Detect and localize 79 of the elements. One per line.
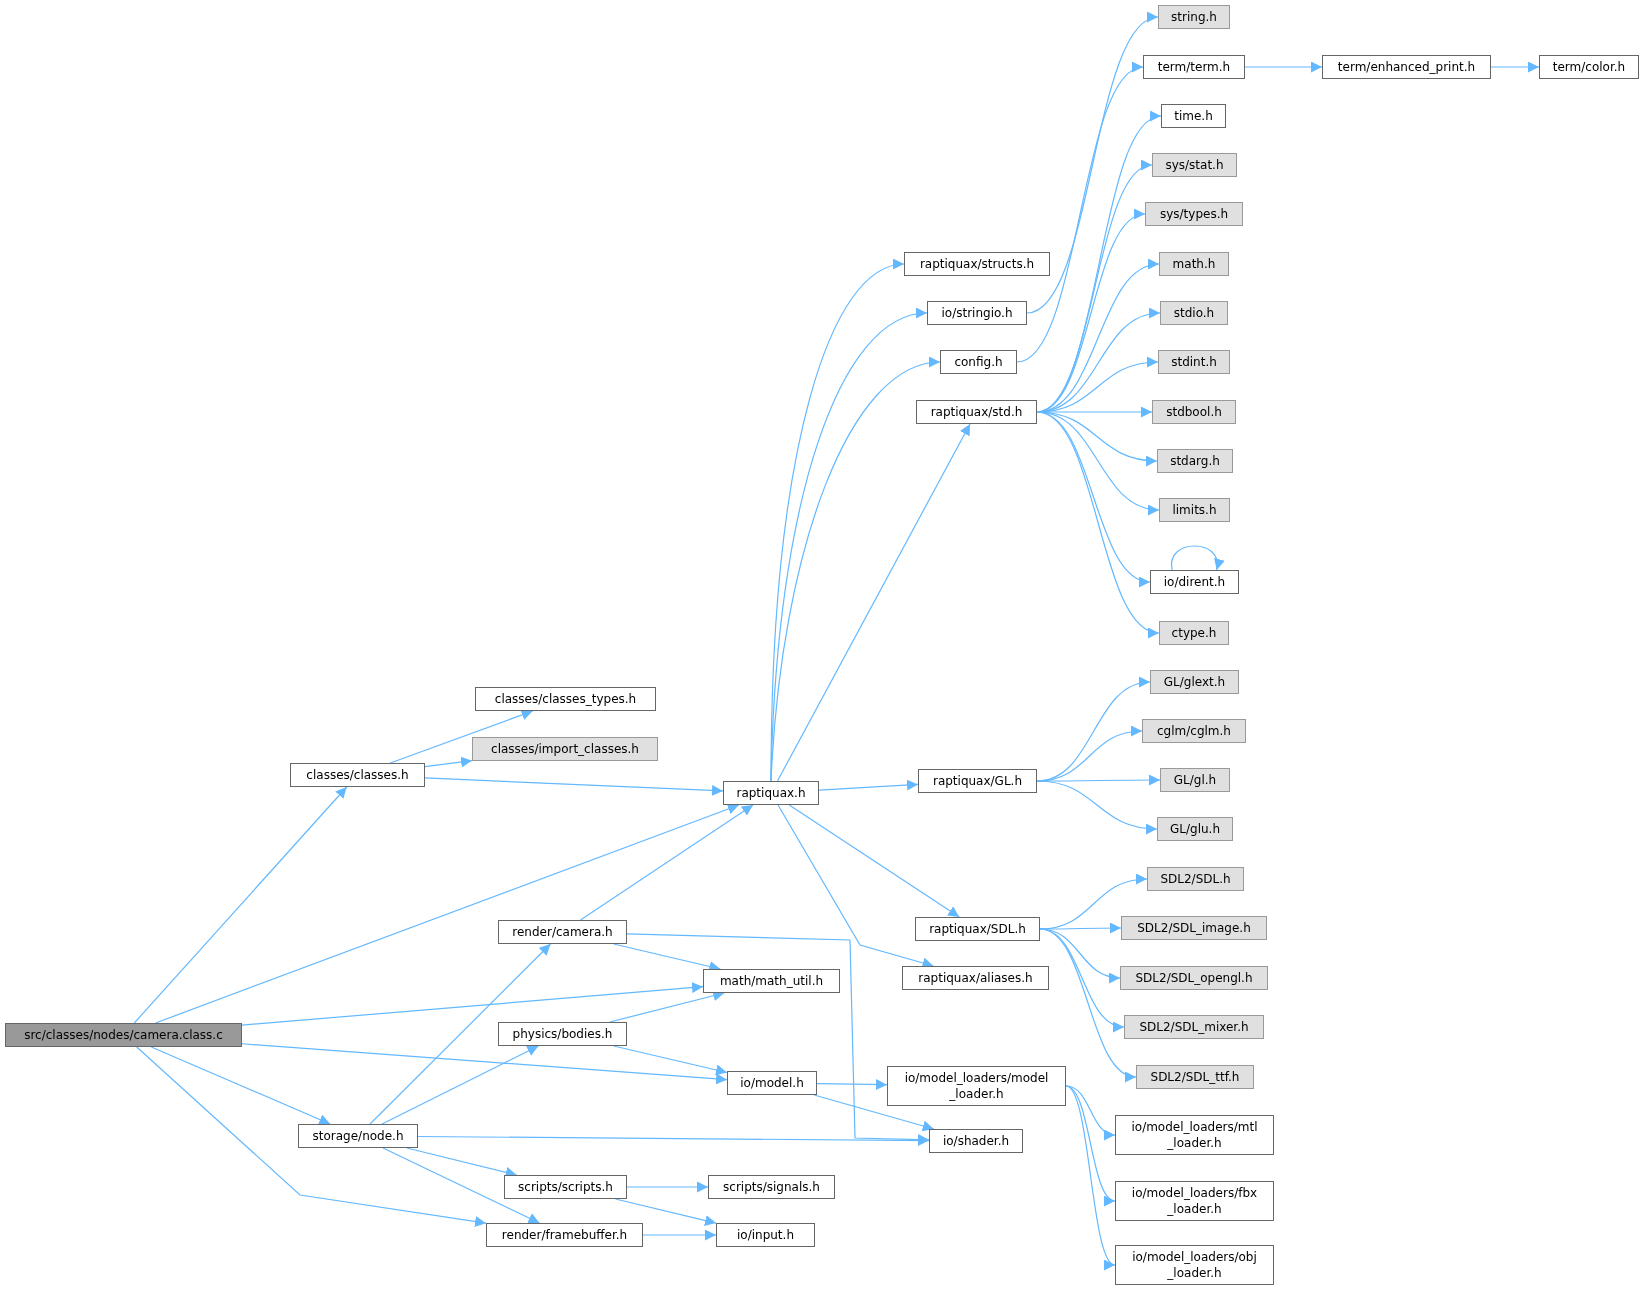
arrow — [381, 1045, 540, 1125]
arrow — [136, 1046, 487, 1227]
file-box: classes/classes_types.h — [475, 687, 656, 711]
file-box: io/stringio.h — [927, 301, 1027, 325]
arrow — [1244, 61, 1323, 73]
arrow — [776, 423, 971, 782]
file-box: stdio.h — [1160, 301, 1228, 325]
file-box: io/model_loaders/model _loader.h — [887, 1066, 1066, 1106]
arrow — [417, 1135, 930, 1147]
file-box: io/input.h — [716, 1223, 815, 1247]
file-box: SDL2/SDL_image.h — [1121, 916, 1267, 940]
file-box: scripts/signals.h — [708, 1175, 835, 1199]
file-box: ctype.h — [1159, 621, 1229, 645]
arrow — [150, 1046, 331, 1125]
arrow — [241, 982, 704, 1026]
arrow — [613, 1045, 728, 1076]
arrow — [389, 709, 534, 764]
file-box: raptiquax/SDL.h — [915, 917, 1040, 941]
file-box: limits.h — [1159, 498, 1230, 522]
file-box: raptiquax.h — [723, 781, 819, 805]
arrow — [382, 1147, 541, 1224]
file-box: stdint.h — [1158, 350, 1230, 374]
arrow — [1039, 922, 1122, 934]
file-box: config.h — [940, 350, 1017, 374]
arrow — [133, 786, 348, 1024]
arrow — [241, 1043, 728, 1085]
file-box: stdarg.h — [1157, 449, 1233, 473]
arrow — [770, 358, 941, 782]
file-box: storage/node.h — [298, 1124, 418, 1148]
file-box: raptiquax/structs.h — [904, 252, 1050, 276]
file-box: sys/types.h — [1145, 202, 1243, 226]
file-box: io/model.h — [727, 1071, 817, 1095]
file-box: io/model_loaders/mtl _loader.h — [1115, 1115, 1274, 1155]
file-box: sys/stat.h — [1152, 153, 1237, 177]
arrow — [816, 1079, 888, 1091]
file-box: SDL2/SDL_ttf.h — [1136, 1065, 1254, 1089]
file-box: SDL2/SDL.h — [1147, 867, 1244, 891]
arrow — [424, 756, 473, 768]
arrow — [424, 777, 724, 796]
arrow — [642, 1229, 717, 1241]
file-box: GL/glu.h — [1157, 817, 1233, 841]
file-box: classes/classes.h — [290, 763, 425, 787]
file-box: src/classes/nodes/camera.class.c — [5, 1023, 242, 1047]
file-box: scripts/scripts.h — [504, 1175, 627, 1199]
arrow — [818, 779, 919, 791]
file-box: io/dirent.h — [1150, 570, 1239, 594]
file-box: cglm/cglm.h — [1142, 719, 1246, 743]
arrow — [579, 804, 754, 921]
file-box: GL/glext.h — [1150, 670, 1239, 694]
arrow — [626, 1181, 709, 1193]
arrow — [155, 803, 740, 1024]
file-box: raptiquax/aliases.h — [902, 966, 1049, 990]
file-box: term/enhanced_print.h — [1322, 55, 1491, 79]
arrow — [813, 1094, 935, 1132]
arrow — [1490, 61, 1540, 73]
file-box: GL/gl.h — [1160, 768, 1230, 792]
arrow — [1036, 774, 1161, 786]
file-box: io/model_loaders/fbx _loader.h — [1115, 1181, 1274, 1221]
file-box: physics/bodies.h — [498, 1022, 627, 1046]
arrow — [369, 943, 552, 1125]
arrow — [788, 804, 960, 918]
file-box: math/math_util.h — [703, 969, 840, 993]
file-box: stdbool.h — [1152, 400, 1236, 424]
file-box: SDL2/SDL_mixer.h — [1124, 1015, 1264, 1039]
arrow — [1171, 545, 1224, 571]
file-box: math.h — [1159, 252, 1229, 276]
file-box: classes/import_classes.h — [472, 737, 658, 761]
file-box: render/camera.h — [498, 920, 627, 944]
file-box: term/color.h — [1539, 55, 1639, 79]
file-box: raptiquax/GL.h — [918, 769, 1037, 793]
file-box: render/framebuffer.h — [486, 1223, 643, 1247]
file-box: SDL2/SDL_opengl.h — [1120, 966, 1268, 990]
file-box: string.h — [1158, 5, 1230, 29]
file-box: raptiquax/std.h — [916, 400, 1037, 424]
file-box: term/term.h — [1143, 55, 1245, 79]
arrow — [1036, 780, 1158, 834]
file-box: io/model_loaders/obj _loader.h — [1115, 1245, 1274, 1285]
file-box: time.h — [1161, 104, 1226, 128]
file-box: io/shader.h — [929, 1129, 1023, 1153]
